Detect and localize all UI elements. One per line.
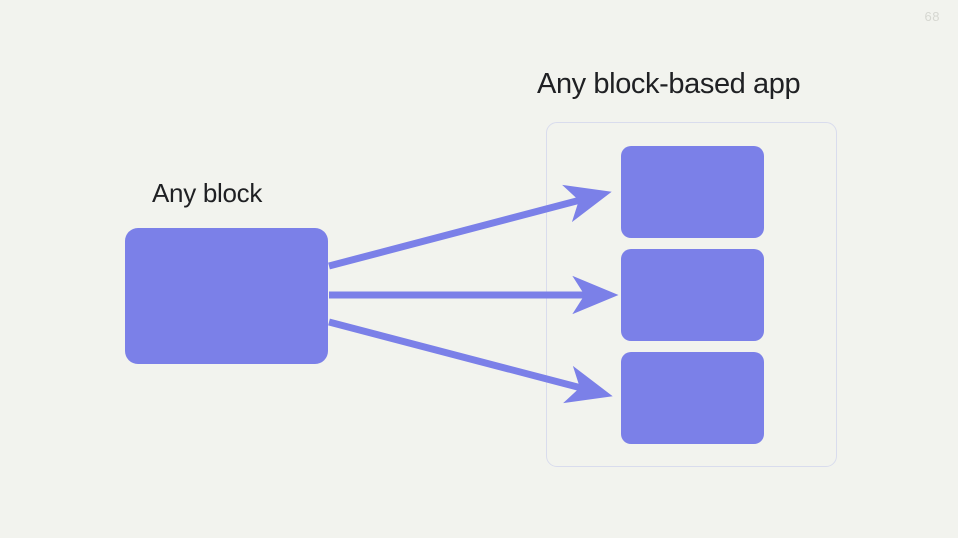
page-number: 68 xyxy=(924,9,940,24)
source-block xyxy=(125,228,328,364)
source-block-title: Any block xyxy=(152,178,263,208)
app-block-3 xyxy=(621,352,764,444)
app-block-2 xyxy=(621,249,764,341)
target-app-title: Any block-based app xyxy=(537,68,801,100)
app-block-1 xyxy=(621,146,764,238)
